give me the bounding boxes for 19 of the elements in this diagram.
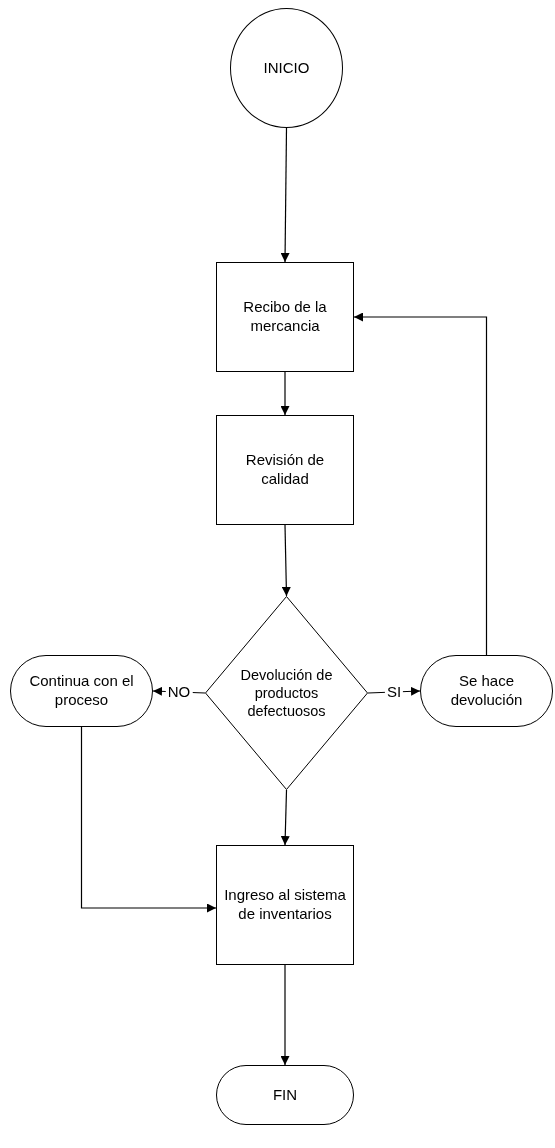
process-box <box>216 415 354 525</box>
node-text: Recibo de la mercancia <box>242 298 328 336</box>
node-text: Devolución de productos defectuosos <box>239 665 334 721</box>
arrow <box>281 524 291 597</box>
terminal-shape <box>216 1065 354 1125</box>
process-box <box>216 262 354 372</box>
arrow <box>353 312 488 656</box>
node-text: Revisión de calidad <box>244 451 326 489</box>
arrow <box>280 127 290 263</box>
arrow <box>80 726 217 913</box>
arrow <box>280 789 290 846</box>
arrow <box>280 964 290 1066</box>
process-box <box>216 845 354 965</box>
arrow <box>280 371 290 416</box>
node-text: FIN <box>272 1085 298 1105</box>
node-text: Continua con el proceso <box>28 672 135 710</box>
node-text: Ingreso al sistema de inventarios <box>223 886 347 924</box>
node-text: INICIO <box>263 58 310 78</box>
node-text: Se hace devolución <box>449 672 524 710</box>
